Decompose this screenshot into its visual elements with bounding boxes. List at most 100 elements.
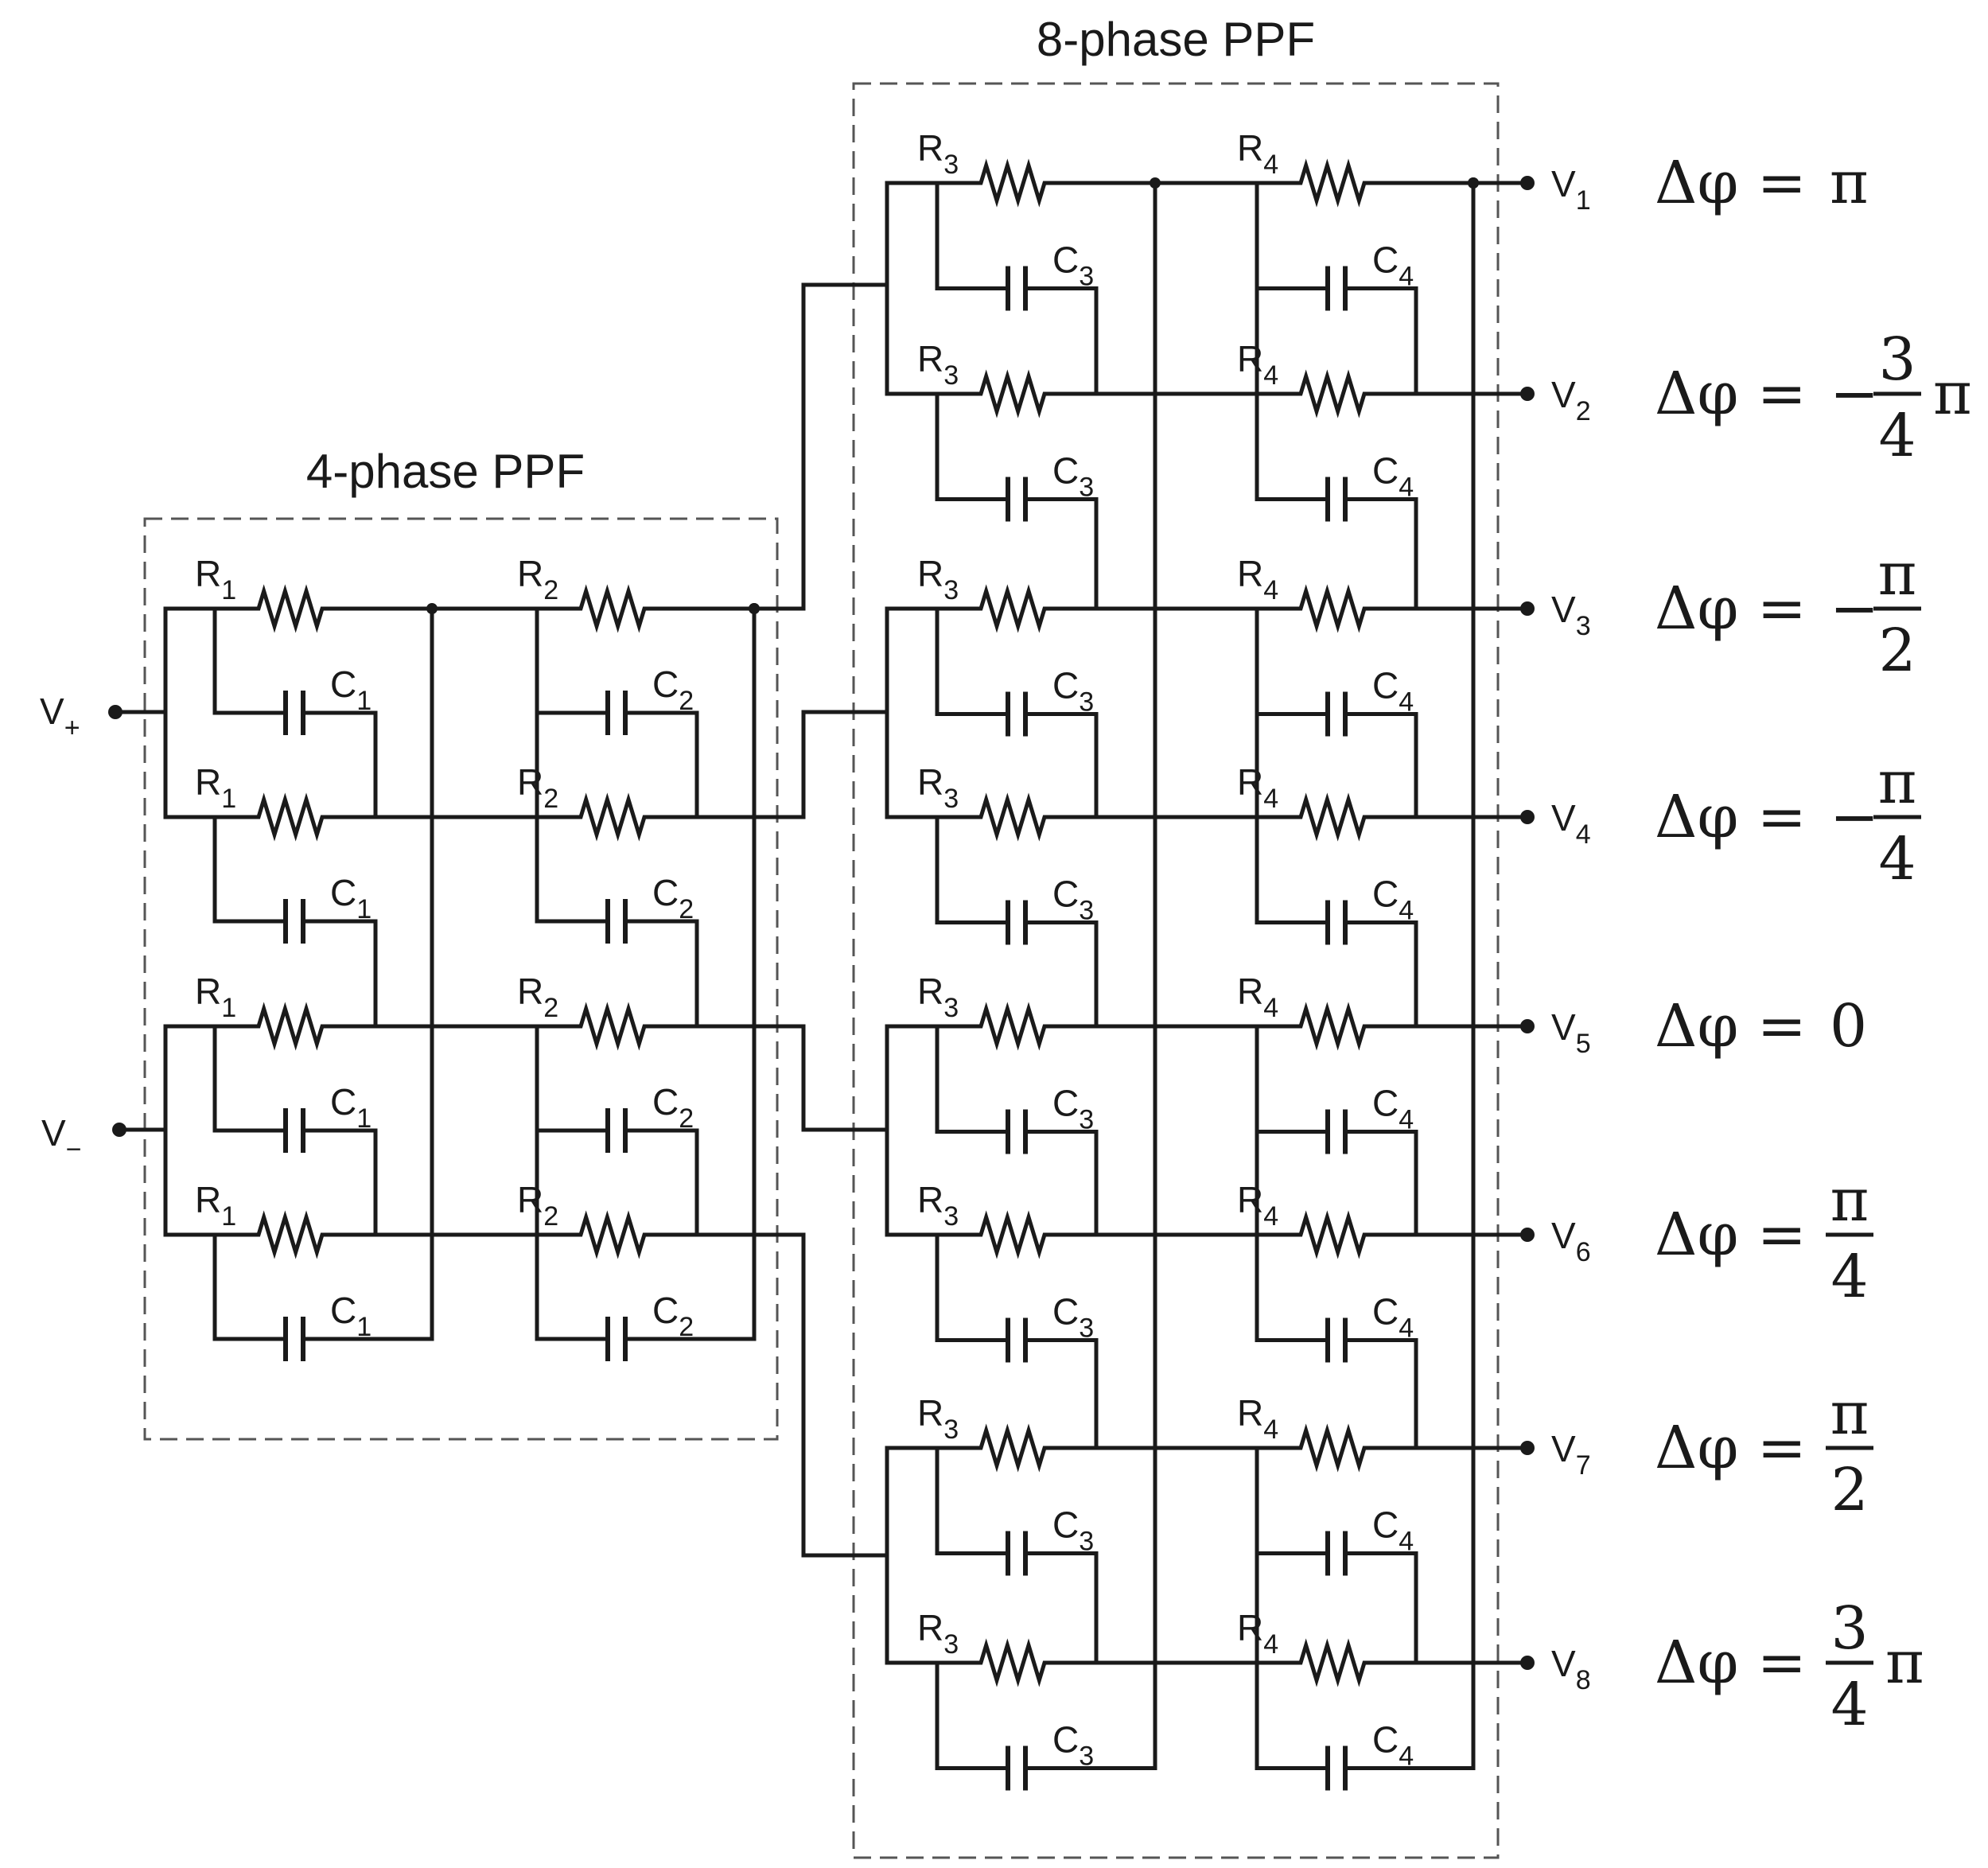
phase-denominator-7: 2 (1830, 1456, 1868, 1524)
link-1 (801, 282, 885, 611)
stage3-resistor-label: R3 (917, 1179, 959, 1232)
resistor (537, 1002, 697, 1051)
resistor (937, 158, 1096, 208)
stage1-resistor-label: R1 (195, 971, 236, 1023)
stage2-junction (749, 603, 760, 614)
stage1-capacitor-label: C1 (330, 1290, 372, 1342)
resistor (215, 1210, 375, 1259)
resistor (215, 792, 375, 842)
output-terminal-8 (1520, 1656, 1535, 1670)
stage3-resistor-label: R3 (917, 127, 959, 180)
resistor (537, 1210, 697, 1259)
four-phase-title: 4-phase PPF (306, 445, 585, 498)
link-3 (801, 1024, 885, 1132)
phase-tail-2: π (1933, 360, 1972, 428)
component-labels: R1R1R1R1C1C1C1C1R2R2R2R2C2C2C2C2V+V−R3R3… (40, 127, 1591, 1772)
phase-numerator-4: π (1878, 749, 1917, 817)
phase-numerator-2: 3 (1878, 325, 1916, 394)
output-terminal-4 (1520, 810, 1535, 824)
stage2-capacitor-label: C2 (652, 1290, 694, 1342)
phase-denominator-2: 4 (1878, 402, 1916, 470)
stage3-resistor-label: R3 (917, 971, 959, 1023)
resistor (537, 584, 697, 633)
stage3-capacitor-label: C3 (1052, 665, 1094, 718)
stage4-resistor-label: R4 (1237, 1392, 1278, 1445)
resistor (1257, 1002, 1416, 1051)
phase-lhs-3: Δφ = (1655, 574, 1807, 643)
output-terminal-5 (1520, 1019, 1535, 1033)
phase-tail-5: 0 (1830, 992, 1867, 1060)
output-terminal-3 (1520, 601, 1535, 616)
stage4-capacitor-label: C4 (1372, 1083, 1414, 1135)
phase-lhs-7: Δφ = (1655, 1414, 1807, 1482)
stage1-capacitor-label: C1 (330, 664, 372, 716)
stage4-capacitor-label: C4 (1372, 665, 1414, 718)
block-boundaries: 4-phase PPF 8-phase PPF (143, 13, 1500, 1859)
stage1-resistor-label: R1 (195, 553, 236, 605)
terminals (108, 176, 1535, 1670)
stage1-resistor-label: R1 (195, 761, 236, 814)
resistor (937, 584, 1096, 633)
phase-lhs-2: Δφ = (1655, 360, 1807, 428)
input-minus-terminal (112, 1123, 126, 1137)
stage1-resistor-label: R1 (195, 1179, 236, 1232)
stage3-resistor-label: R3 (917, 553, 959, 605)
stage3-resistor-label: R3 (917, 338, 959, 391)
stage2-capacitor-label: C2 (652, 664, 694, 716)
phase-numerator-8: 3 (1830, 1594, 1868, 1663)
stage3-capacitor-label: C3 (1052, 874, 1094, 926)
resistor (937, 1002, 1096, 1051)
phase-tail-1: π (1830, 149, 1869, 217)
output-terminal-2 (1520, 387, 1535, 401)
phase-denominator-4: 4 (1878, 825, 1916, 893)
resistor (937, 1210, 1096, 1259)
stage1-capacitor-label: C1 (330, 872, 372, 924)
stage3-capacitor-label: C3 (1052, 239, 1094, 292)
input-plus-terminal (108, 705, 123, 719)
stage4-capacitor-label: C4 (1372, 1291, 1414, 1344)
eight-phase-box (852, 82, 1500, 1859)
phase-denominator-6: 4 (1830, 1243, 1868, 1311)
input-plus-label: V+ (40, 691, 80, 743)
output-label-8: V8 (1551, 1643, 1591, 1695)
phase-lhs-5: Δφ = (1655, 992, 1807, 1060)
phase-numerator-7: π (1830, 1380, 1869, 1448)
resistor (937, 369, 1096, 418)
resistor (1257, 1210, 1416, 1259)
phase-lhs-1: Δφ = (1655, 149, 1807, 217)
output-terminal-7 (1520, 1441, 1535, 1455)
output-label-4: V4 (1551, 797, 1591, 850)
output-label-6: V6 (1551, 1215, 1591, 1267)
stage2-resistor-label: R2 (517, 553, 558, 605)
wiring (113, 177, 1530, 1770)
stage3-capacitor-label: C3 (1052, 1083, 1094, 1135)
phase-lhs-8: Δφ = (1655, 1629, 1807, 1697)
stage3-resistor-label: R3 (917, 1607, 959, 1660)
stage2-capacitor-label: C2 (652, 1081, 694, 1134)
resistor (937, 792, 1096, 842)
stage4-capacitor-label: C4 (1372, 450, 1414, 503)
resistor (1257, 1423, 1416, 1473)
stage2-resistor-label: R2 (517, 971, 558, 1023)
stage4-resistor-label: R4 (1237, 971, 1278, 1023)
stage4-capacitor-label: C4 (1372, 874, 1414, 926)
stage4-capacitor-label: C4 (1372, 239, 1414, 292)
resistor (215, 584, 375, 633)
output-label-1: V1 (1551, 163, 1591, 216)
stage3-capacitor-label: C3 (1052, 1719, 1094, 1772)
stage1-capacitor-label: C1 (330, 1081, 372, 1134)
phase-denominator-3: 2 (1878, 617, 1916, 685)
link-4 (801, 1232, 885, 1558)
phase-sign-3: − (1830, 574, 1879, 643)
resistor (1257, 1638, 1416, 1687)
stage3-capacitor-label: C3 (1052, 450, 1094, 503)
four-phase-box (143, 517, 779, 1441)
phase-denominator-8: 4 (1830, 1671, 1868, 1739)
resistor (937, 1638, 1096, 1687)
stage4-capacitor-label: C4 (1372, 1719, 1414, 1772)
phase-sign-2: − (1830, 360, 1879, 428)
input-minus-label: V− (41, 1112, 82, 1165)
phase-lhs-6: Δφ = (1655, 1201, 1807, 1269)
stage3-capacitor-label: C3 (1052, 1291, 1094, 1344)
